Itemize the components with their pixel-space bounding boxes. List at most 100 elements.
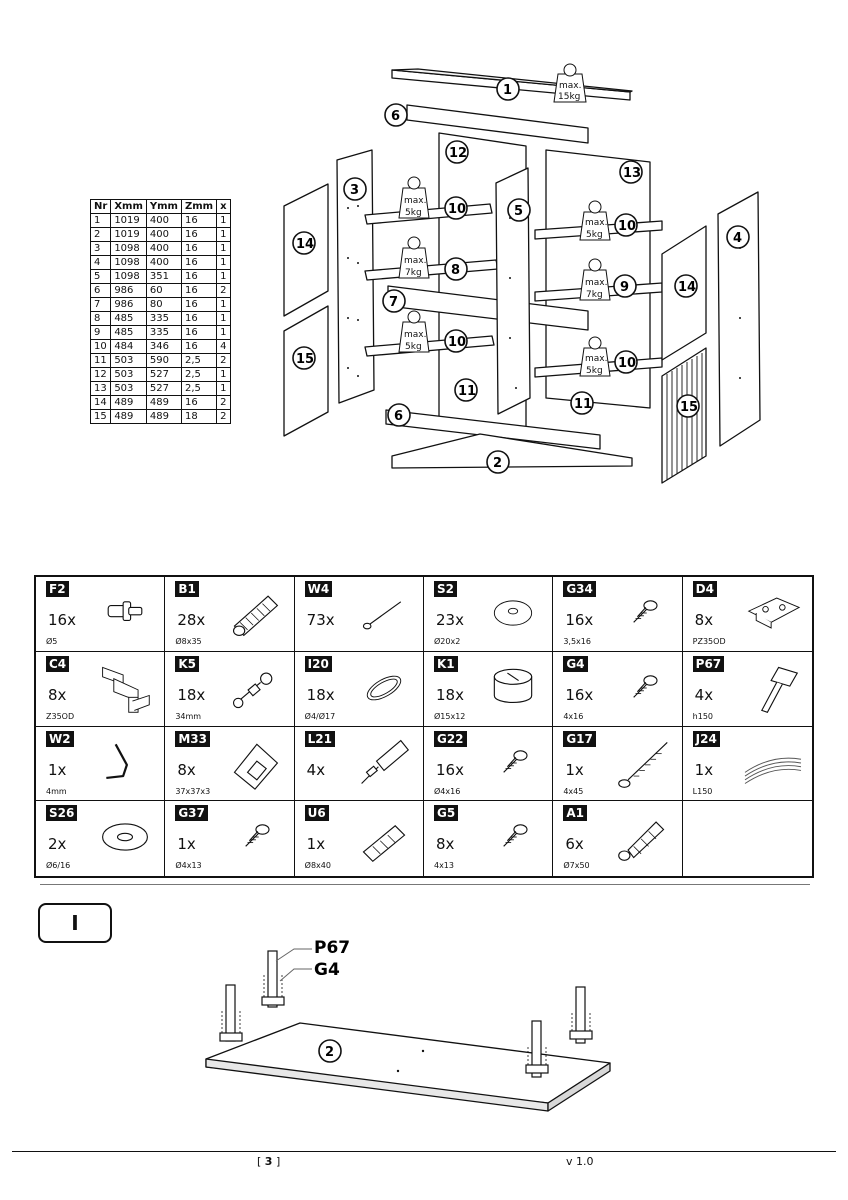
footer-line (12, 1151, 836, 1152)
hardware-size: Ø4x16 (433, 786, 461, 796)
page-number: [ 3 ] (257, 1155, 281, 1168)
hardware-code: G5 (433, 805, 459, 822)
hardware-size: 4x13 (433, 861, 454, 871)
header-ymm: Ymm (145, 199, 182, 214)
svg-text:5kg: 5kg (586, 230, 603, 240)
svg-text:10: 10 (448, 335, 466, 350)
svg-text:max.: max. (404, 256, 426, 266)
callout-1: 1 (496, 77, 520, 101)
hardware-quantity: 1x (177, 835, 196, 854)
hardware-size: L150 (692, 786, 713, 796)
cell-qty: 2 (216, 353, 231, 368)
cell-qty: 2 (216, 283, 231, 298)
hardware-code: U6 (304, 805, 329, 822)
svg-text:max.: max. (585, 218, 607, 228)
svg-text:2: 2 (325, 1045, 334, 1060)
cell-ymm: 590 (145, 353, 182, 368)
cell-nr: 10 (89, 339, 112, 354)
hardware-size: Ø4x13 (175, 861, 202, 871)
cell-ymm: 400 (145, 213, 182, 228)
rail-6-bottom (385, 409, 601, 450)
callout-11-left: 11 (454, 378, 478, 402)
svg-text:13: 13 (623, 166, 641, 181)
hardware-quantity: 18x (306, 685, 335, 704)
cell-qty: 1 (216, 325, 231, 340)
cell-xmm: 503 (110, 381, 147, 396)
cell-qty: 4 (216, 339, 231, 354)
strap-icon (744, 757, 802, 784)
side-panel-3 (336, 149, 375, 404)
cam-lock-icon (494, 668, 533, 703)
hardware-code: D4 (692, 581, 717, 597)
cell-xmm: 489 (110, 409, 147, 424)
wall-plug-icon (362, 825, 406, 863)
hardware-code: I20 (304, 655, 332, 672)
cell-nr: 7 (89, 297, 112, 312)
hardware-code: M33 (175, 730, 210, 747)
cell-zmm: 16 (180, 311, 218, 326)
cell-ymm: 351 (145, 269, 182, 284)
cell-nr: 8 (89, 311, 112, 326)
cell-ymm: 400 (145, 227, 182, 242)
callout-7: 7 (382, 289, 406, 313)
exploded-view-diagram: max. 15kg max. 5kg max. 7kg max. 5kg max… (283, 63, 761, 484)
hardware-size: 37x37x3 (175, 786, 211, 796)
cell-zmm: 16 (180, 255, 218, 270)
cell-qty: 1 (216, 381, 231, 396)
cell-zmm: 16 (180, 283, 218, 298)
hardware-size: Ø6/16 (46, 861, 71, 871)
step-drawing-legs: P67 G4 2 (205, 938, 611, 1112)
hardware-size: PZ35OD (692, 637, 726, 646)
rail-6-top (406, 104, 589, 144)
hardware-quantity: 16x (565, 685, 594, 704)
nail-icon (362, 601, 402, 630)
hardware-size: 4x45 (563, 786, 584, 796)
cam-bolt-icon (232, 672, 273, 708)
cell-nr: 11 (89, 353, 112, 368)
furniture-leg-icon (760, 666, 799, 713)
hardware-quantity: 2x (48, 835, 67, 854)
callout-14-left: 14 (292, 231, 316, 255)
confirmat-screw-icon (617, 821, 664, 862)
svg-text:11: 11 (574, 397, 592, 412)
cell-qty: 1 (216, 297, 231, 312)
cell-ymm: 527 (145, 381, 182, 396)
hardware-quantity: 4x (306, 760, 326, 779)
callout-15-right: 15 (676, 394, 700, 418)
cell-nr: 6 (89, 283, 112, 298)
svg-text:7kg: 7kg (405, 268, 422, 278)
washer-icon (102, 823, 149, 851)
svg-text:5kg: 5kg (586, 366, 603, 376)
hardware-item-empty (683, 801, 812, 876)
hardware-quantity: 1x (694, 760, 714, 779)
svg-text:5kg: 5kg (405, 342, 422, 352)
cell-zmm: 16 (180, 339, 218, 354)
cell-xmm: 1019 (110, 227, 147, 242)
cell-xmm: 485 (110, 311, 147, 326)
panel-2 (391, 433, 633, 469)
cell-nr: 9 (89, 325, 112, 340)
svg-text:4: 4 (733, 231, 742, 246)
cell-ymm: 80 (145, 297, 182, 312)
cell-xmm: 1098 (110, 269, 147, 284)
hardware-size: Ø15x12 (433, 711, 466, 721)
svg-text:5: 5 (514, 204, 523, 219)
svg-text:max.: max. (559, 81, 581, 91)
cell-ymm: 489 (145, 395, 182, 410)
cell-xmm: 986 (110, 283, 147, 298)
